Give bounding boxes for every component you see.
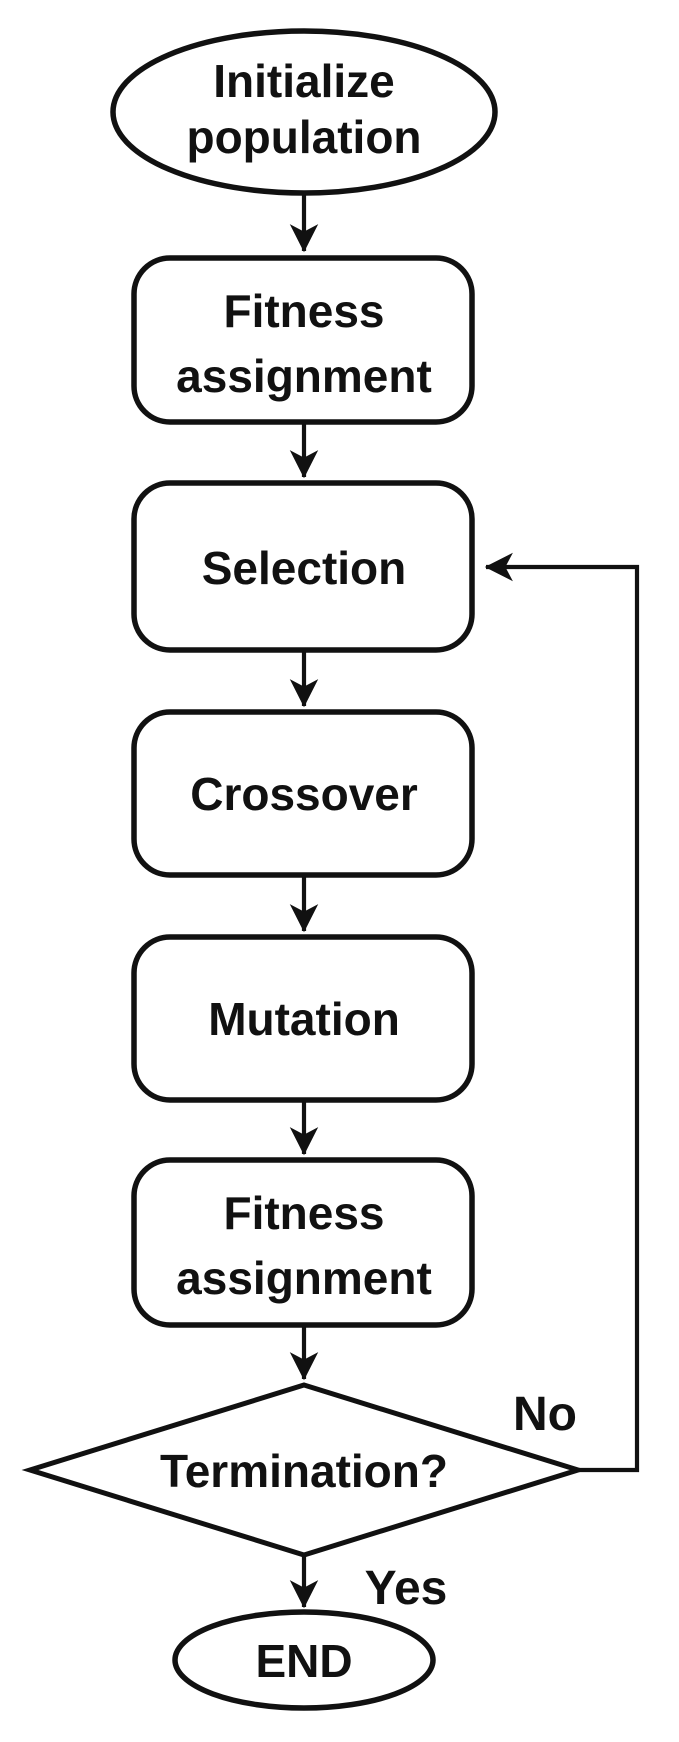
node-end — [172, 1609, 436, 1711]
node-fitness-assignment-1-label-line1: Fitness — [223, 285, 384, 337]
node-initialize-population-label-line2: population — [186, 111, 421, 163]
node-initialize-population-label-line1: Initialize — [213, 55, 394, 107]
node-fitness-assignment-2 — [131, 1157, 475, 1328]
node-selection — [131, 480, 475, 653]
node-fitness-assignment-2-label-line1: Fitness — [223, 1187, 384, 1239]
node-mutation — [131, 934, 475, 1103]
node-end-label: END — [255, 1635, 352, 1687]
node-initialize-population — [110, 28, 498, 196]
node-mutation-label: Mutation — [208, 993, 400, 1045]
node-fitness-assignment-1-label-line2: assignment — [176, 350, 432, 402]
edge-label-yes: Yes — [365, 1562, 448, 1615]
edge-termination-no-loop — [484, 552, 640, 1473]
edge-label-no: No — [513, 1388, 577, 1441]
node-crossover — [131, 709, 475, 878]
node-crossover-label: Crossover — [190, 768, 418, 820]
node-termination-decision — [21, 1382, 587, 1558]
node-fitness-assignment-2-label-line2: assignment — [176, 1252, 432, 1304]
node-selection-label: Selection — [202, 542, 407, 594]
node-termination-decision-label: Termination? — [160, 1445, 448, 1497]
node-fitness-assignment-1 — [131, 255, 475, 425]
